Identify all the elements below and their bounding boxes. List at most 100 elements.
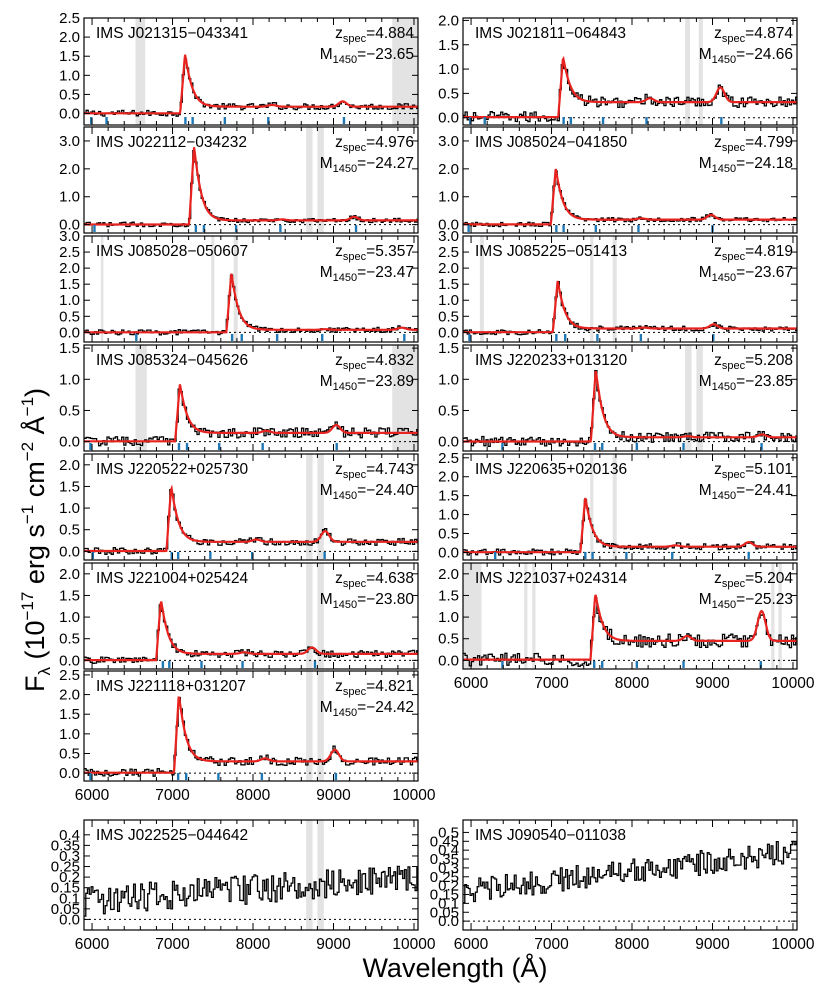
y-tick-label: 3.0 (59, 133, 80, 150)
y-tick-label: 1.5 (438, 340, 459, 357)
magnitude-value-prefix: = (357, 591, 366, 608)
redshift-subscript: spec (343, 578, 367, 590)
y-tick-label: 1.0 (438, 292, 459, 309)
redshift-symbol: z (714, 243, 722, 260)
panel-frame (462, 562, 798, 670)
magnitude-value-prefix: = (357, 699, 366, 716)
model-fit (463, 56, 797, 119)
magnitude-value-prefix: = (736, 482, 745, 499)
y-tick-label: 0.2 (438, 878, 459, 895)
redshift-value: 4.976 (375, 134, 414, 151)
panel-frame (83, 235, 419, 343)
magnitude-subscript: 1450 (333, 490, 357, 502)
redshift-subscript: spec (722, 469, 746, 481)
object-name: IMS J085028−050607 (96, 243, 248, 260)
redshift-value-prefix: = (745, 352, 754, 369)
y-tick-label: 0.0 (59, 543, 80, 560)
magnitude-subscript: 1450 (712, 599, 736, 611)
magnitude-symbol: M (320, 155, 333, 172)
masked-region (685, 345, 692, 451)
y-axis-label-exp4: −1 (18, 397, 37, 416)
masked-region (685, 18, 690, 125)
x-tick-label: 8000 (615, 675, 650, 692)
y-tick-label: 2.0 (59, 457, 80, 474)
redshift-subscript: spec (722, 578, 746, 590)
redshift-value: 4.832 (375, 352, 414, 369)
redshift-subscript: spec (343, 251, 367, 263)
y-axis-label-mid2: cm (20, 461, 50, 505)
masked-region (317, 454, 324, 560)
redshift-value: 4.638 (375, 570, 414, 587)
y-tick-label: 2.0 (59, 260, 80, 277)
magnitude-value: −23.47 (366, 264, 414, 281)
magnitude-symbol: M (320, 46, 333, 63)
y-tick-label: 0.5 (438, 308, 459, 325)
redshift-symbol: z (335, 134, 343, 151)
redshift-label: zspec=5.357 (335, 243, 414, 263)
model-fit (84, 273, 418, 334)
y-tick-label: 0.5 (59, 308, 80, 325)
masked-region (306, 820, 313, 930)
panel-plot-area (463, 563, 797, 669)
y-tick-label: 0.15 (51, 880, 80, 897)
magnitude-subscript: 1450 (333, 54, 357, 66)
magnitude-subscript: 1450 (712, 490, 736, 502)
masked-region (306, 563, 313, 669)
object-name: IMS J221004+025424 (96, 570, 248, 587)
object-name: IMS J221037+024314 (475, 570, 627, 587)
x-tick-label: 8000 (615, 936, 650, 953)
magnitude-value-prefix: = (736, 373, 745, 390)
y-tick-label: 0.3 (59, 848, 80, 865)
panel-frame (462, 453, 798, 561)
y-tick-label: 0.0 (438, 217, 459, 234)
magnitude-value: −23.65 (366, 46, 414, 63)
y-tick-label: 0.25 (51, 859, 80, 876)
observed-spectrum (84, 388, 418, 447)
x-tick-label: 9000 (316, 787, 351, 804)
y-tick-label: 0.0 (438, 110, 459, 127)
panel-plot-area (84, 454, 418, 560)
y-tick-label: 0.5 (59, 746, 80, 763)
magnitude-subscript: 1450 (712, 54, 736, 66)
y-tick-label: 0.05 (430, 904, 459, 921)
magnitude-symbol: M (699, 264, 712, 281)
redshift-value: 5.204 (754, 570, 793, 587)
y-tick-label: 1.5 (59, 706, 80, 723)
redshift-symbol: z (714, 461, 722, 478)
y-tick-label: 1.5 (59, 478, 80, 495)
magnitude-subscript: 1450 (333, 599, 357, 611)
redshift-subscript: spec (722, 251, 746, 263)
masked-region (317, 820, 324, 930)
magnitude-value: −23.89 (366, 373, 414, 390)
observed-spectrum (84, 865, 418, 917)
masked-region (306, 127, 313, 233)
observed-spectrum (463, 597, 797, 668)
y-tick-label: 0.0 (438, 434, 459, 451)
redshift-value-prefix: = (745, 461, 754, 478)
y-tick-label: 0.5 (438, 631, 459, 648)
object-name: IMS J085324−045626 (96, 352, 248, 369)
redshift-value: 4.743 (375, 461, 414, 478)
panel-frame (83, 17, 419, 126)
y-tick-label: 2.5 (59, 667, 80, 684)
redshift-value: 5.208 (754, 352, 793, 369)
redshift-subscript: spec (343, 360, 367, 372)
masked-region (771, 563, 775, 669)
panel-frame (83, 670, 419, 782)
masked-region (100, 236, 104, 342)
redshift-label: zspec=4.743 (335, 461, 414, 481)
y-tick-label: 0.0 (438, 324, 459, 341)
object-name: IMS J085225−051413 (475, 243, 627, 260)
x-tick-label: 6000 (75, 787, 110, 804)
masked-region (306, 454, 313, 560)
masked-region (317, 671, 324, 781)
y-axis-label-units: (10 (20, 621, 50, 668)
masked-region (698, 18, 703, 125)
